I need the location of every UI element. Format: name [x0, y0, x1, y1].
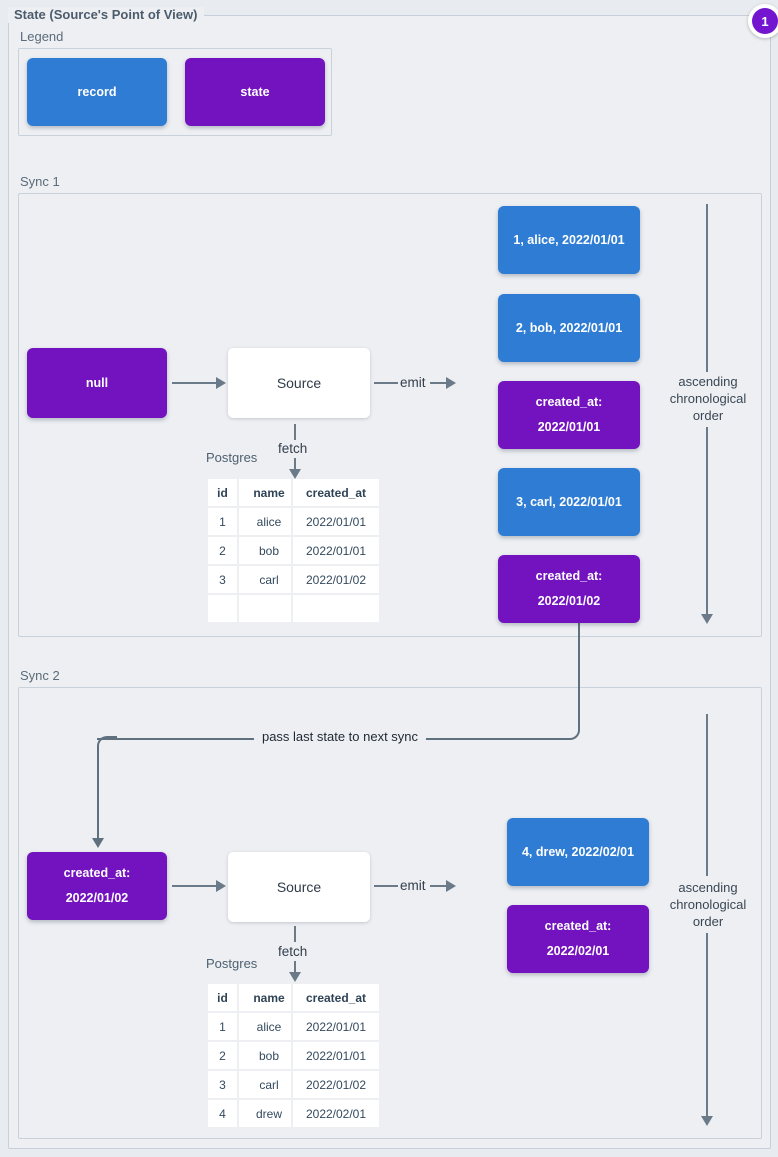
table-header-cell: id	[208, 479, 237, 506]
table-header-cell: created_at	[293, 984, 379, 1011]
table-row: 3 carl 2022/01/02	[208, 566, 379, 593]
table-cell: 4	[208, 1100, 237, 1127]
sync1-emit-label: emit	[400, 375, 426, 390]
sync2-order-arrow-line-top	[706, 714, 708, 876]
sync2-postgres-label: Postgres	[206, 956, 258, 971]
table-cell: alice	[239, 1013, 291, 1040]
table-row: 1 alice 2022/01/01	[208, 1013, 379, 1040]
table-cell: 3	[208, 1071, 237, 1098]
table-cell: 3	[208, 566, 237, 593]
sync1-fetch-line-top	[294, 424, 296, 440]
sync1-emit-arrowhead	[446, 377, 456, 389]
sync1-postgres-table: id name created_at 1 alice 2022/01/01 2 …	[206, 477, 381, 624]
connector-line-elbow-right	[97, 623, 580, 740]
sync1-source-box: Source	[228, 348, 370, 418]
connector-line-elbow-left	[97, 736, 117, 840]
sync2-fetch-label: fetch	[278, 944, 308, 959]
sync1-order-arrow-line-bottom	[706, 427, 708, 615]
legend-record-swatch: record	[27, 58, 167, 126]
sync2-emit-line-right	[430, 885, 446, 887]
table-cell	[293, 595, 379, 622]
sync2-panel	[18, 687, 762, 1139]
state-box: created_at: 2022/01/01	[498, 381, 640, 449]
annotation-badge[interactable]: 1	[752, 8, 778, 34]
record-box: 3, carl, 2022/01/01	[498, 468, 640, 536]
table-header-cell: name	[239, 479, 291, 506]
legend-panel	[18, 48, 332, 136]
sync2-postgres-table: id name created_at 1 alice 2022/01/01 2 …	[206, 982, 381, 1129]
sync2-order-label: ascending chronological order	[669, 880, 747, 929]
connector-arrowhead	[92, 838, 104, 848]
table-cell: 2022/01/01	[293, 537, 379, 564]
table-header-row: id name created_at	[208, 479, 379, 506]
sync2-source-box: Source	[228, 852, 370, 922]
table-row: 1 alice 2022/01/01	[208, 508, 379, 535]
sync2-title: Sync 2	[20, 668, 60, 683]
table-cell: 1	[208, 1013, 237, 1040]
record-box: 1, alice, 2022/01/01	[498, 206, 640, 274]
sync2-fetch-line-top	[294, 926, 296, 942]
table-cell: carl	[239, 566, 291, 593]
table-row: 2 bob 2022/01/01	[208, 537, 379, 564]
table-cell: drew	[239, 1100, 291, 1127]
sync1-title: Sync 1	[20, 174, 60, 189]
sync1-order-label: ascending chronological order	[669, 374, 747, 423]
table-cell: bob	[239, 537, 291, 564]
legend-state-swatch: state	[185, 58, 325, 126]
table-row-empty	[208, 595, 379, 622]
sync1-fetch-label: fetch	[278, 441, 308, 456]
sync2-state-to-source-arrowhead	[216, 880, 226, 892]
sync1-state-to-source-arrowhead	[216, 377, 226, 389]
table-row: 3 carl 2022/01/02	[208, 1071, 379, 1098]
sync2-order-arrowhead	[701, 1116, 713, 1126]
table-cell: 2022/01/02	[293, 1071, 379, 1098]
table-header-row: id name created_at	[208, 984, 379, 1011]
connector-label: pass last state to next sync	[253, 729, 427, 745]
table-row: 2 bob 2022/01/01	[208, 1042, 379, 1069]
sync1-emit-line-right	[430, 382, 446, 384]
table-cell: bob	[239, 1042, 291, 1069]
table-cell: 2022/01/01	[293, 1013, 379, 1040]
sync2-emit-arrowhead	[446, 880, 456, 892]
legend-title: Legend	[20, 29, 64, 44]
sync1-state-to-source-arrow-line	[172, 382, 216, 384]
table-cell: alice	[239, 508, 291, 535]
table-cell: 1	[208, 508, 237, 535]
sync2-state-to-source-arrow-line	[172, 885, 216, 887]
record-box: 4, drew, 2022/02/01	[507, 818, 649, 886]
table-cell: 2022/01/01	[293, 508, 379, 535]
sync2-input-state-box: created_at: 2022/01/02	[27, 852, 167, 920]
sync1-input-state-box: null	[27, 348, 167, 418]
state-box: created_at: 2022/02/01	[507, 905, 649, 973]
sync2-emit-label: emit	[400, 878, 426, 893]
record-box: 2, bob, 2022/01/01	[498, 294, 640, 362]
table-cell: 2022/01/01	[293, 1042, 379, 1069]
table-header-cell: created_at	[293, 479, 379, 506]
table-cell	[208, 595, 237, 622]
sync1-postgres-label: Postgres	[206, 450, 258, 465]
table-cell: 2	[208, 1042, 237, 1069]
table-cell: carl	[239, 1071, 291, 1098]
sync1-emit-line-left	[374, 382, 398, 384]
sync1-fetch-arrowhead	[289, 469, 301, 479]
page-title: State (Source's Point of View)	[8, 7, 205, 23]
table-cell	[239, 595, 291, 622]
sync2-emit-line-left	[374, 885, 398, 887]
table-header-cell: name	[239, 984, 291, 1011]
sync1-panel	[18, 193, 762, 637]
table-header-cell: id	[208, 984, 237, 1011]
table-cell: 2	[208, 537, 237, 564]
table-cell: 2022/01/02	[293, 566, 379, 593]
table-cell: 2022/02/01	[293, 1100, 379, 1127]
sync2-fetch-line-bottom	[294, 961, 296, 973]
state-box: created_at: 2022/01/02	[498, 555, 640, 623]
table-row: 4 drew 2022/02/01	[208, 1100, 379, 1127]
sync2-fetch-arrowhead	[289, 972, 301, 982]
sync1-order-arrow-line-top	[706, 204, 708, 372]
sync1-order-arrowhead	[701, 614, 713, 624]
sync1-fetch-line-bottom	[294, 458, 296, 470]
sync2-order-arrow-line-bottom	[706, 933, 708, 1117]
